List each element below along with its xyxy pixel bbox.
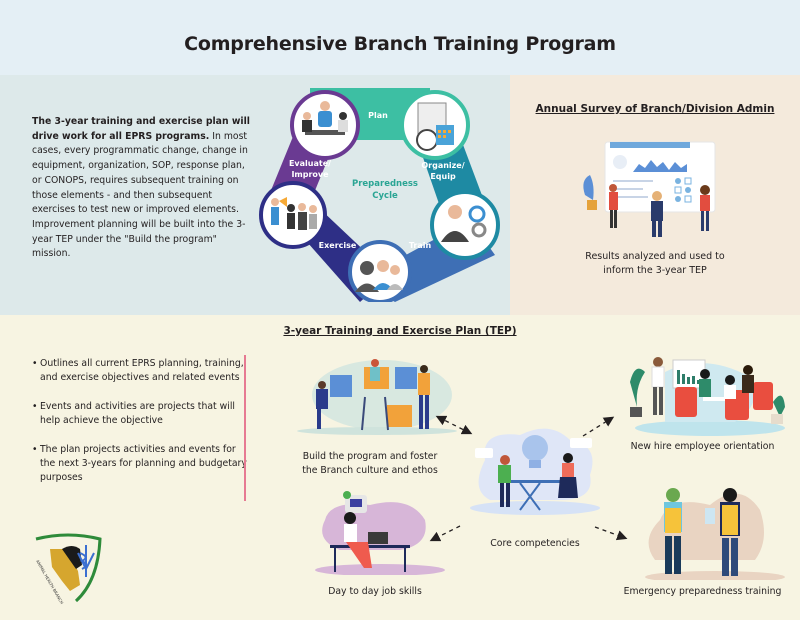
circle-organize (430, 190, 500, 260)
new-hire-caption: New hire employee orientation (630, 441, 775, 452)
circle-evaluate (290, 90, 360, 160)
survey-title: Annual Survey of Branch/Division Admin (535, 103, 775, 115)
header-band: Comprehensive Branch Training Program (0, 0, 800, 75)
build-program-caption: Build the program and foster the Branch … (302, 451, 438, 476)
core-competencies-illustration (470, 428, 600, 515)
tep-bullet: Outlines all current EPRS planning, trai… (32, 357, 247, 385)
page-title: Comprehensive Branch Training Program (184, 33, 616, 55)
animal-health-branch-logo: ANIMAL HEALTH BRANCH (35, 533, 102, 605)
build-program-illustration (297, 359, 457, 435)
intro-lead: The 3-year training and exercise plan wi… (32, 116, 250, 142)
stage-exercise-label: Exercise (318, 241, 357, 250)
cycle-shape (259, 88, 500, 304)
tep-title: 3-year Training and Exercise Plan (TEP) (283, 325, 517, 337)
tep-bullet: The plan projects activities and events … (32, 443, 247, 485)
preparedness-cycle-diagram: Plan Organize/ Equip Train Exercise Eval… (255, 80, 505, 304)
intro-paragraph: The 3-year training and exercise plan wi… (32, 115, 254, 262)
stage-organize-label: Organize/ Equip (421, 161, 465, 181)
circle-plan (400, 90, 470, 160)
tep-bullet: Events and activities are projects that … (32, 400, 247, 428)
stage-evaluate-label: Evaluate/ Improve (288, 159, 332, 179)
day-to-day-caption: Day to day job skills (328, 586, 422, 597)
stage-plan-label: Plan (368, 111, 388, 120)
new-hire-illustration (630, 357, 785, 436)
section-divider (244, 355, 246, 501)
circle-train (348, 240, 412, 304)
emergency-training-caption: Emergency preparedness training (623, 586, 782, 597)
survey-illustration (583, 141, 716, 237)
circle-exercise (259, 181, 327, 249)
day-to-day-illustration (315, 491, 445, 575)
core-competencies-caption: Core competencies (490, 538, 580, 549)
emergency-training-illustration (645, 488, 785, 580)
stage-train-label: Train (408, 241, 432, 250)
intro-body: In most cases, every programmatic change… (32, 130, 248, 260)
survey-caption: Results analyzed and used to inform the … (585, 251, 725, 276)
tep-bullet-list: Outlines all current EPRS planning, trai… (32, 357, 247, 500)
cycle-center-label: Preparedness Cycle (352, 179, 418, 201)
